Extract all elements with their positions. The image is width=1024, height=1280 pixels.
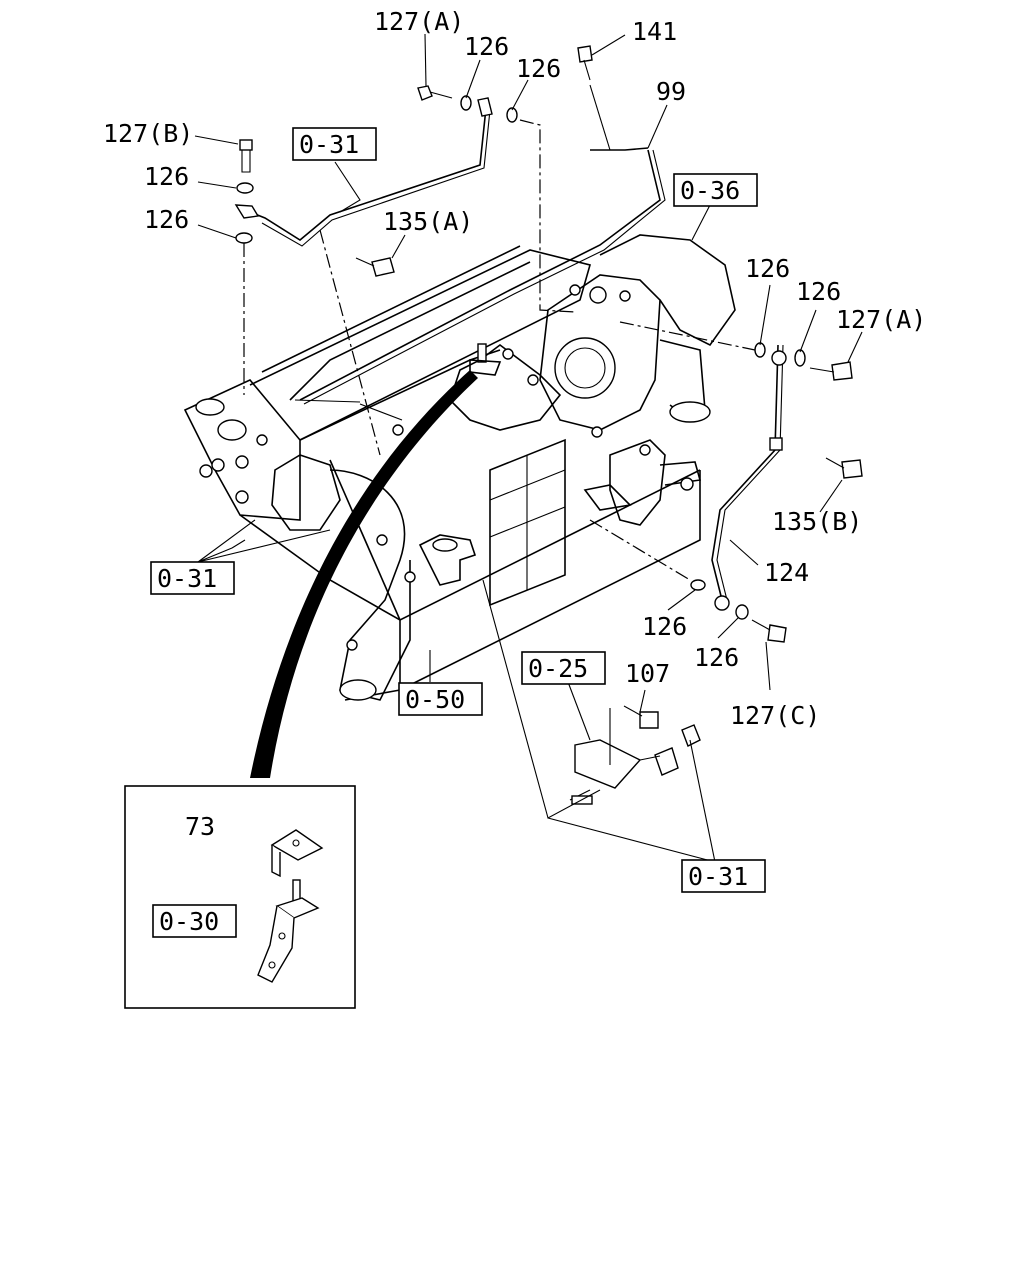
callout-126-low-1: 126 — [642, 612, 687, 641]
callout-126-top-2: 126 — [516, 54, 561, 83]
callout-107: 107 — [625, 659, 670, 688]
turbocharger — [539, 234, 736, 431]
callout-99: 99 — [656, 77, 686, 106]
callout-135b: 135(B) — [772, 507, 862, 536]
part-callouts: 127(A) 126 126 141 99 127(B) 126 126 135… — [103, 7, 926, 841]
callout-126-low-2: 126 — [694, 643, 739, 672]
callout-127a-right: 127(A) — [836, 305, 926, 334]
callout-73: 73 — [185, 812, 215, 841]
reference-boxes: 0-31 0-36 0-31 0-50 0-25 0-31 0-30 — [150, 127, 766, 938]
oil-pipes — [249, 107, 787, 611]
callout-126-left-2: 126 — [144, 205, 189, 234]
callout-126-top-1: 126 — [464, 32, 509, 61]
engine-assembly-drawing — [183, 234, 736, 701]
detail-leader — [250, 370, 478, 778]
ref-0-36: 0-36 — [680, 176, 740, 205]
ref-0-31-left: 0-31 — [157, 564, 217, 593]
bracket-0-30 — [257, 879, 320, 983]
callout-126-right-1: 126 — [745, 254, 790, 283]
ref-0-30: 0-30 — [159, 907, 219, 936]
detail-view-panel — [124, 785, 356, 1009]
callout-141: 141 — [632, 17, 677, 46]
ref-0-25: 0-25 — [528, 654, 588, 683]
callout-127b: 127(B) — [103, 119, 193, 148]
ref-0-31-bottom: 0-31 — [688, 862, 748, 891]
ref-0-31-top: 0-31 — [299, 130, 359, 159]
callout-126-left-1: 126 — [144, 162, 189, 191]
bracket-73 — [270, 829, 324, 878]
callout-124: 124 — [764, 558, 809, 587]
callout-127a-top: 127(A) — [374, 7, 464, 36]
callout-135a: 135(A) — [383, 207, 473, 236]
assembly-guide-lines — [243, 119, 756, 581]
fasteners — [234, 45, 863, 805]
callout-126-right-2: 126 — [796, 277, 841, 306]
ref-0-50: 0-50 — [405, 685, 465, 714]
callout-127c: 127(C) — [730, 701, 820, 730]
